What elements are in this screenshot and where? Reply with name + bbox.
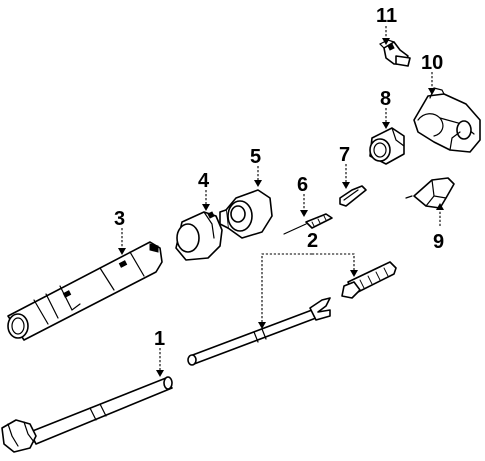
part-5-bearing <box>219 189 273 239</box>
part-4-sleeve <box>175 211 223 261</box>
part-2-intermediate-shaft <box>187 261 397 366</box>
callout-1: 1 <box>154 328 165 350</box>
callout-5: 5 <box>250 146 261 168</box>
callout-labels: 11 10 8 5 7 4 6 3 2 9 1 <box>114 5 444 350</box>
part-8-switch-housing <box>369 127 405 165</box>
callout-3: 3 <box>114 208 125 230</box>
part-1-steering-shaft <box>1 376 173 453</box>
callout-8: 8 <box>380 88 391 110</box>
callout-10: 10 <box>421 52 443 74</box>
callout-11: 11 <box>376 5 397 27</box>
callout-4: 4 <box>198 170 210 192</box>
part-3-column-jacket <box>7 241 163 341</box>
callout-7: 7 <box>339 144 350 166</box>
part-9-bracket <box>405 177 455 209</box>
callout-6: 6 <box>297 174 308 196</box>
leader-lines <box>118 26 444 377</box>
callout-9: 9 <box>433 231 444 253</box>
part-11-lock-cylinder <box>378 39 411 67</box>
part-10-column-cover <box>413 87 481 153</box>
part-7-clip <box>339 185 367 207</box>
part-6-pin <box>283 213 333 235</box>
callout-2: 2 <box>307 230 318 252</box>
